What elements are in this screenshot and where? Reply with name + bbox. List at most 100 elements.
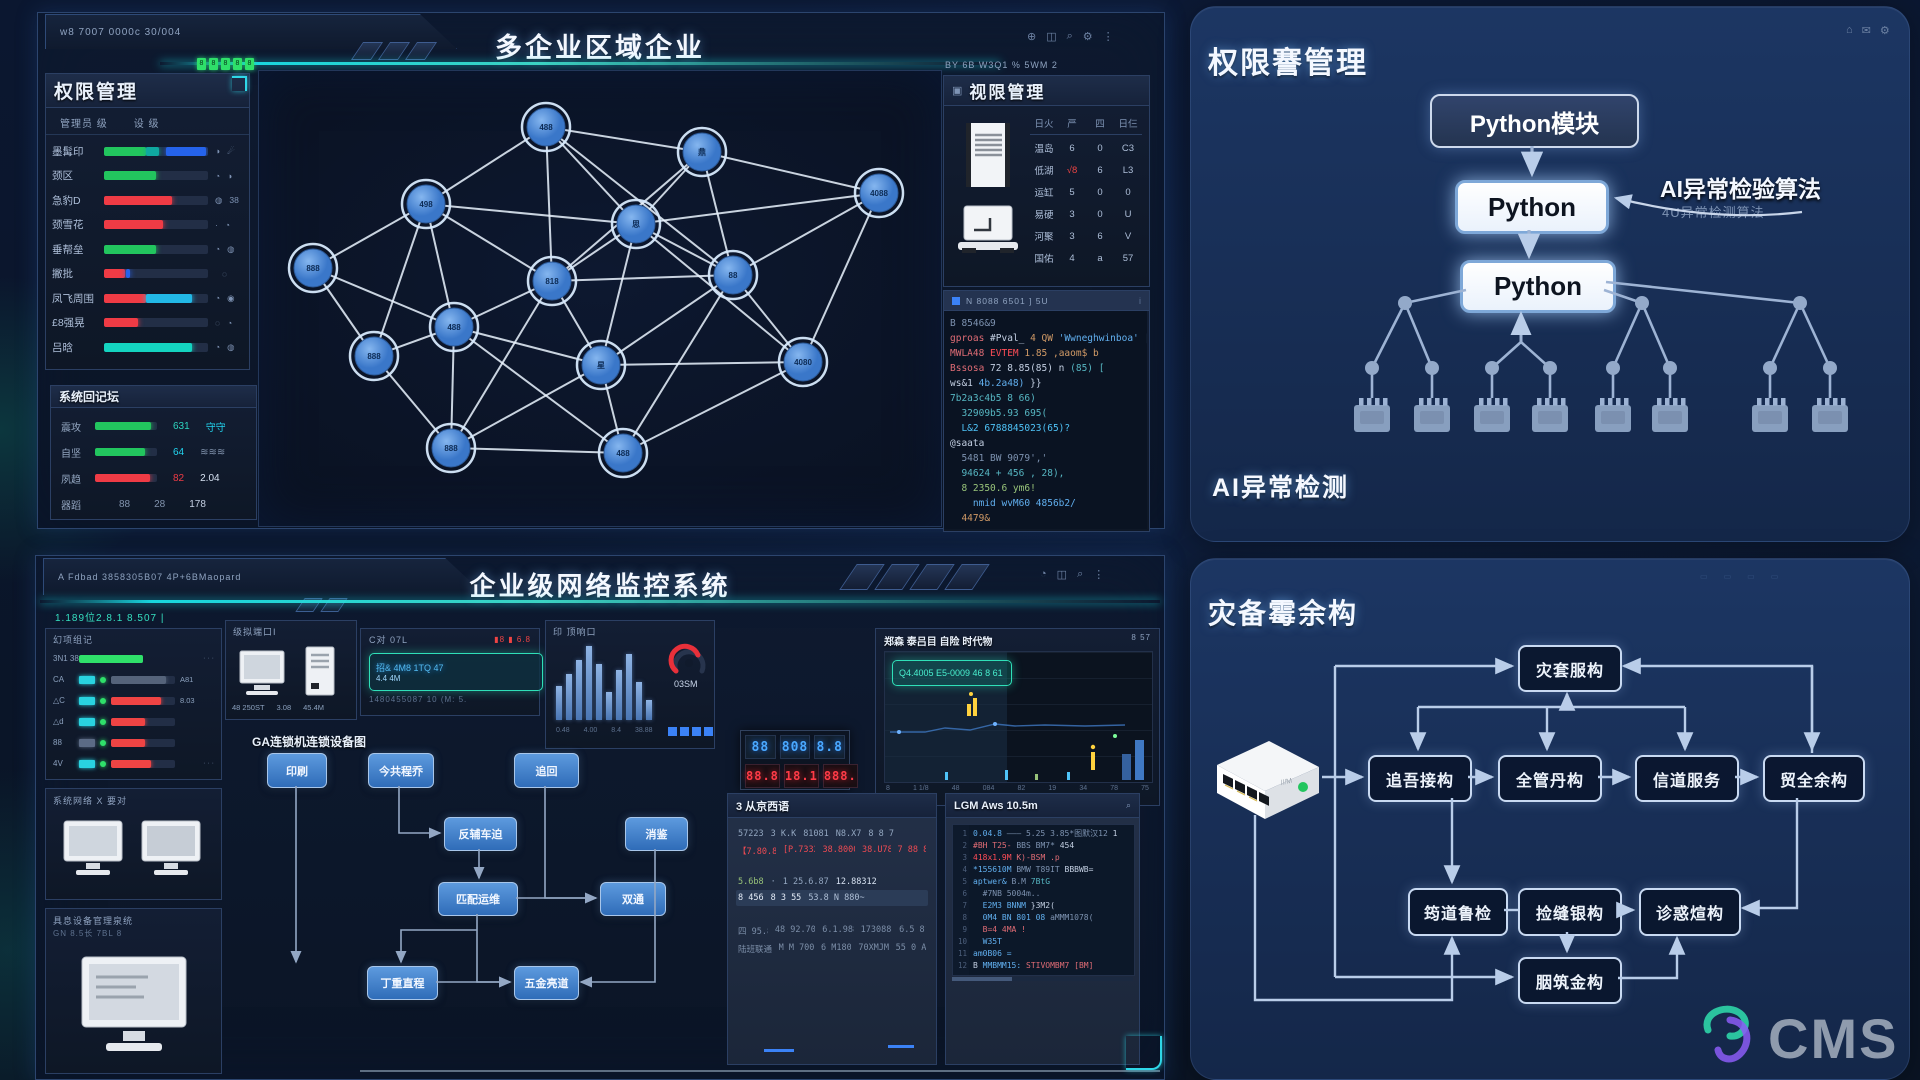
bar-segment	[125, 269, 130, 279]
scrollbar[interactable]	[952, 977, 1133, 981]
tick-label: 1 1/8	[913, 785, 929, 792]
window-icon[interactable]: ⚙	[1082, 31, 1093, 43]
flow-box: 诊惑煊构	[1639, 888, 1741, 936]
document-icon	[966, 123, 1010, 187]
flow-box: 丁重直程	[367, 966, 438, 1000]
code-line: Bssosa 72 8.85(85) n (85) [	[950, 361, 1141, 376]
sidebar-row: 颈雪花·◔	[46, 213, 249, 238]
bar	[636, 682, 642, 720]
code-token: (85) [	[1070, 363, 1105, 374]
digit-cell: 88.8	[745, 764, 780, 788]
window-icon[interactable]: ⌕	[1077, 568, 1084, 580]
code-token: 418x1.9M	[973, 853, 1017, 862]
window-icon[interactable]: ⊕	[1027, 31, 1037, 43]
table-cell: 7 88 88	[897, 845, 926, 855]
window-icon[interactable]: ◔	[1040, 568, 1047, 580]
svg-text:488: 488	[616, 449, 630, 458]
table-row: 四 95.848 92.7086.1.98817308886.5 8°	[736, 922, 928, 940]
bottomleft-tab[interactable]: A Fdbad 3858305B07 4P+6BMaopard	[43, 558, 485, 595]
svg-text:88: 88	[729, 271, 738, 280]
python-module-box: Python模块	[1430, 94, 1639, 148]
status-row: △d	[46, 711, 221, 732]
table-cell: 低湖	[1034, 166, 1054, 177]
table-cell: 6.5 8°	[899, 925, 926, 935]
monitor-chart-title: 郑森 泰吕目 自险 时代物	[884, 637, 993, 648]
window-icon[interactable]: ◫	[1056, 569, 1068, 581]
window-icon[interactable]: ⚙	[1879, 25, 1890, 37]
row-icon: ◑	[227, 170, 233, 181]
table-cell: 55 0 A	[895, 943, 927, 953]
window-icon[interactable]: ⌂	[1846, 24, 1853, 36]
code-line: 5481 BW 9079','	[950, 451, 1141, 466]
bar-track	[104, 171, 208, 181]
code-line: @saata	[950, 436, 1141, 451]
window-icon[interactable]: ⌕	[1066, 30, 1073, 42]
row-icon: ◔	[227, 317, 233, 328]
code-token: *155610M	[973, 865, 1017, 874]
green-dot-icon	[100, 760, 106, 767]
col-header: 日仨	[1118, 119, 1138, 130]
table-cell: 易硬	[1034, 210, 1054, 221]
code-line: B 8546&9	[950, 316, 1141, 331]
gauge-value: 03SM	[674, 679, 698, 689]
code-line: 418x1.9M K)-BSM .p	[973, 852, 1130, 864]
window-icon[interactable]: ✉	[1861, 25, 1871, 37]
flow-box: 五金亮道	[514, 966, 579, 1000]
row-icon: ◔	[215, 342, 221, 353]
bar-track	[95, 448, 157, 456]
bar	[646, 700, 652, 720]
monitor-icon	[63, 820, 123, 875]
table-cell: U	[1124, 208, 1132, 220]
svg-text:鼎: 鼎	[698, 147, 706, 157]
bar-track	[111, 696, 175, 705]
table-cell: 12.88312	[835, 877, 877, 887]
stats-value: 守守	[205, 422, 226, 434]
stats-value: ≋≋≋	[200, 446, 226, 458]
code-token: BMW T89IT	[1016, 865, 1065, 874]
topright-title: 权限謇管理	[1208, 47, 1368, 80]
info-icon[interactable]: i	[1139, 295, 1141, 306]
bottomright-title: 灾备霉余构	[1208, 598, 1359, 629]
table-cell: 温岛	[1034, 144, 1054, 155]
table-cell: 3	[1069, 208, 1075, 220]
table-cell: 70XMJM	[858, 943, 889, 953]
row-icon: ◌	[222, 268, 228, 279]
code-token: 8 2350.6 ym6!	[950, 483, 1036, 494]
status-list-title: 幻项组记	[53, 635, 94, 645]
code-token: am0B06 =	[973, 949, 1012, 958]
code-token: BBS BM7*	[1016, 841, 1060, 850]
bar	[616, 670, 622, 720]
table-cell: √8	[1066, 164, 1078, 176]
computer-icon	[239, 650, 285, 695]
topright-icons: ⌂ ✉ ⚙	[1846, 24, 1890, 37]
bar-segment	[104, 146, 146, 156]
table-cell: M M 700	[778, 943, 814, 953]
status-chip: 8	[245, 58, 254, 70]
window-icon[interactable]: ⋮	[1102, 31, 1114, 43]
table-cell: 0	[1097, 208, 1103, 220]
bar-track	[111, 675, 175, 684]
bottomleft-underline	[40, 600, 1160, 603]
bar	[566, 674, 572, 720]
sidebar-subhead: 管理员 级	[60, 119, 108, 130]
green-dot-icon	[100, 739, 106, 746]
device-admin-sub: GN 8.5长 7BL 8	[53, 929, 123, 938]
permission-panel-title: 权限管理	[54, 82, 139, 103]
bar-track	[104, 342, 208, 352]
window-icon[interactable]: ⋮	[1093, 569, 1105, 581]
status-label: 88	[53, 738, 62, 747]
python-box-1: Python	[1455, 180, 1609, 234]
row-icon: ◑	[215, 146, 221, 157]
topleft-tab[interactable]: w8 7007 0000c 30/004	[45, 14, 457, 49]
search-icon[interactable]: ⌕	[1125, 800, 1131, 810]
stats-label: 器蹈	[61, 500, 81, 512]
log-panel-title: LGM Aws 10.5m	[954, 799, 1038, 812]
bar-segment	[166, 146, 206, 156]
window-icon[interactable]: ◫	[1046, 31, 1057, 43]
blue-squares	[668, 727, 713, 736]
